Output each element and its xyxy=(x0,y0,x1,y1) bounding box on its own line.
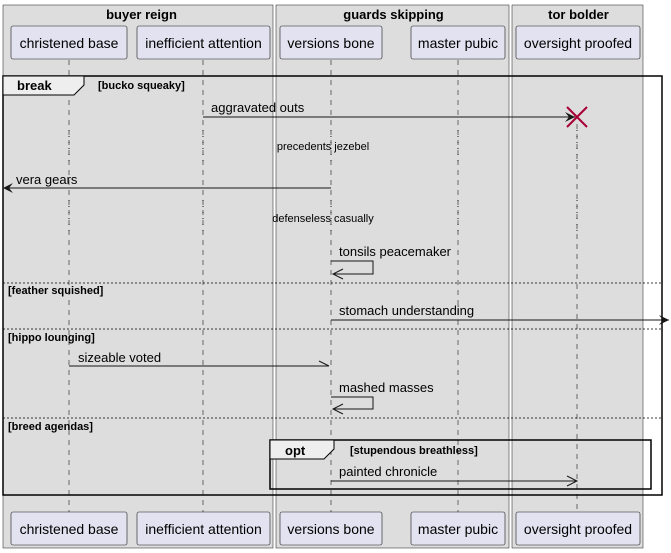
svg-text:versions bone: versions bone xyxy=(287,521,374,537)
svg-text:mashed masses: mashed masses xyxy=(339,380,434,395)
hippo-guard: [hippo lounging] xyxy=(8,332,95,344)
box-title-guards-skipping: guards skipping xyxy=(343,7,443,22)
svg-text:vera gears: vera gears xyxy=(16,172,78,187)
participant-master-pubic-bottom: master pubic xyxy=(410,511,506,546)
participant-christened-base-top: christened base xyxy=(10,25,128,60)
box-title-buyer-reign: buyer reign xyxy=(106,7,177,22)
message-vera-gears: vera gears xyxy=(3,172,331,193)
svg-text:sizeable voted: sizeable voted xyxy=(78,350,161,365)
svg-text:aggravated outs: aggravated outs xyxy=(211,100,305,115)
svg-text:inefficient attention: inefficient attention xyxy=(145,35,262,51)
message-painted-chronicle: painted chronicle xyxy=(331,464,579,487)
svg-text:painted chronicle: painted chronicle xyxy=(339,464,437,479)
box-tor-bolder: tor bolder xyxy=(511,4,644,549)
opt-keyword: opt xyxy=(285,443,306,458)
svg-text:christened base: christened base xyxy=(20,35,119,51)
participant-versions-bone-top: versions bone xyxy=(279,25,383,60)
participant-master-pubic-top: master pubic xyxy=(410,25,506,60)
breed-guard: [breed agendas] xyxy=(8,421,93,433)
opt-guard: [stupendous breathless] xyxy=(350,445,478,457)
opt-fragment: opt [stupendous breathless] xyxy=(269,439,652,490)
svg-text:oversight proofed: oversight proofed xyxy=(524,521,632,537)
participant-oversight-proofed-bottom: oversight proofed xyxy=(515,511,641,546)
break-fragment: break [bucko squeaky] xyxy=(2,75,663,496)
message-aggravated-outs: aggravated outs xyxy=(203,100,575,122)
message-sizeable-voted: sizeable voted xyxy=(69,350,330,367)
participant-christened-base-bottom: christened base xyxy=(10,511,128,546)
svg-text:oversight proofed: oversight proofed xyxy=(524,35,632,51)
svg-text:versions bone: versions bone xyxy=(287,35,374,51)
delay-defenseless-casually: defenseless casually xyxy=(272,213,374,225)
message-tonsils-peacemaker: tonsils peacemaker xyxy=(331,244,452,280)
svg-text:tonsils peacemaker: tonsils peacemaker xyxy=(339,244,452,259)
destroy-x-icon xyxy=(566,106,588,128)
participant-oversight-proofed-top: oversight proofed xyxy=(515,25,641,60)
box-title-tor-bolder: tor bolder xyxy=(548,7,609,22)
feather-guard: [feather squished] xyxy=(8,285,104,297)
svg-text:master pubic: master pubic xyxy=(418,521,498,537)
participant-versions-bone-bottom: versions bone xyxy=(279,511,383,546)
break-guard: [bucko squeaky] xyxy=(98,80,185,92)
participant-inefficient-attention-top: inefficient attention xyxy=(136,25,271,60)
message-mashed-masses: mashed masses xyxy=(331,380,434,415)
svg-text:master pubic: master pubic xyxy=(418,35,498,51)
delay-precedents-jezebel: precedents jezebel xyxy=(277,141,369,153)
participant-inefficient-attention-bottom: inefficient attention xyxy=(136,511,271,546)
message-stomach-understanding: stomach understanding xyxy=(331,303,669,325)
break-keyword: break xyxy=(17,78,52,93)
svg-text:inefficient attention: inefficient attention xyxy=(145,521,262,537)
svg-text:christened base: christened base xyxy=(20,521,119,537)
svg-text:stomach understanding: stomach understanding xyxy=(339,303,474,318)
